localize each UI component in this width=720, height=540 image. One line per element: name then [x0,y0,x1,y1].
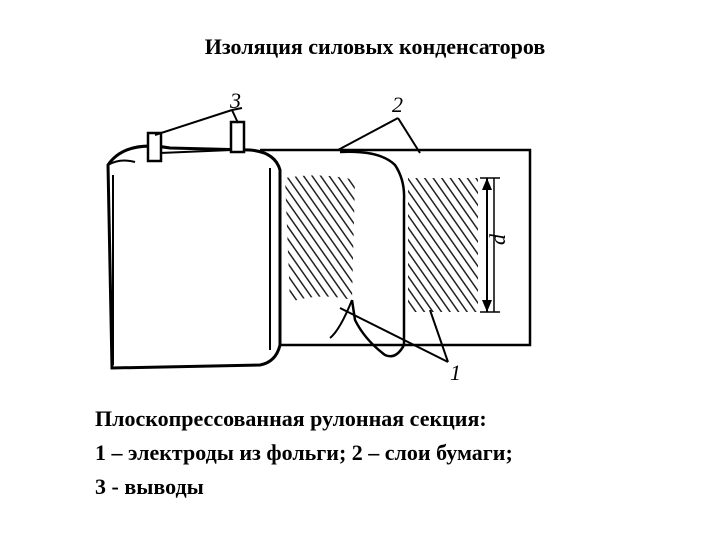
caption-line-1: Плоскопрессованная рулонная секция: [95,406,487,431]
dimension-d: d [480,177,510,313]
caption-line-2: 1 – электроды из фольги; 2 – слои бумаги… [95,440,513,465]
foil-electrode-right [408,178,478,312]
figure-caption: Плоскопрессованная рулонная секция: 1 – … [95,402,705,504]
terminal-left [146,131,163,163]
slide-title: Изоляция силовых конденсаторов [204,34,546,59]
terminal-right [229,120,246,154]
foil-electrode-left [285,175,355,302]
label-3: 3 [229,88,241,113]
rolled-pack [106,144,282,370]
paper-sheet-curl [329,150,406,358]
label-1: 1 [450,360,461,385]
label-2: 2 [392,92,403,117]
leader-lines [154,107,449,363]
caption-line-3: 3 - выводы [95,474,204,499]
label-d: d [485,233,510,245]
capacitor-section-diagram: d 3 2 1 [106,88,532,385]
